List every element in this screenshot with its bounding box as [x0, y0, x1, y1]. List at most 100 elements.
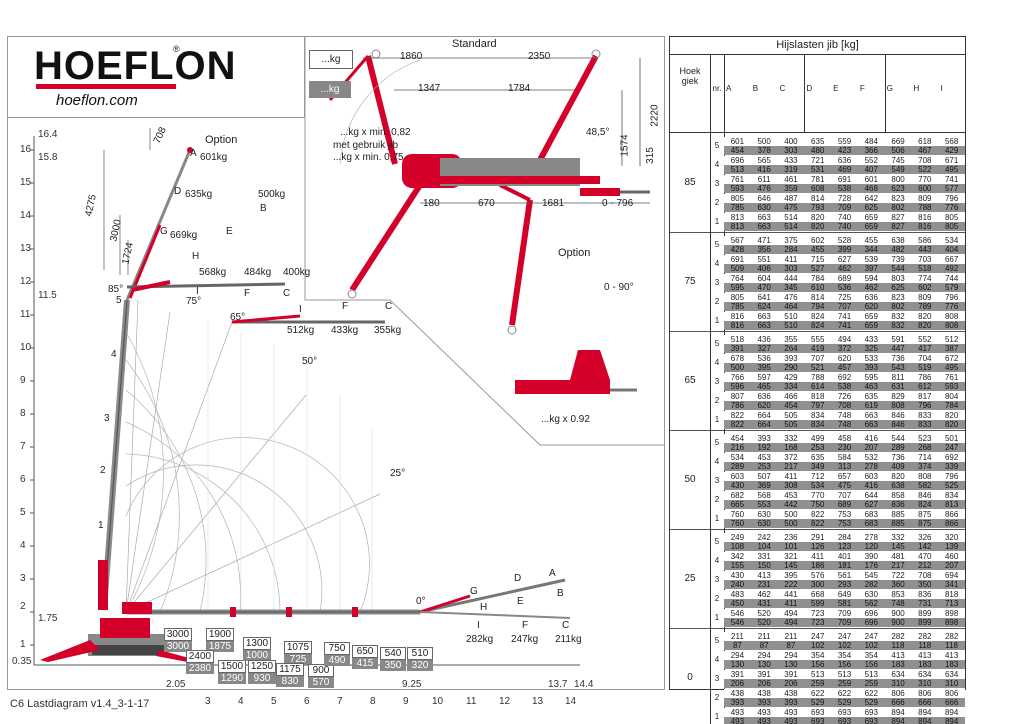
header-col-label: C [779, 84, 786, 93]
option-label-top: Option [558, 247, 591, 259]
table-cell: 785 [730, 302, 745, 311]
table-cell: 519 [918, 363, 932, 372]
row-number: 1 [714, 514, 720, 523]
tick-12: 12 [20, 276, 32, 287]
table-cell: 509 [730, 264, 745, 273]
header-angle-cell: Hoek giek [670, 54, 711, 132]
tick-14: 14 [20, 210, 32, 221]
tick-11-5: 11.5 [38, 290, 57, 301]
angle-50: 50° [302, 356, 318, 367]
table-cell: 413 [891, 651, 905, 660]
table-cell: 118 [891, 641, 905, 650]
table-cell: 620 [837, 354, 852, 363]
table-cell: 691 [730, 255, 745, 264]
topview-crane [328, 49, 650, 335]
table-cell: 836 [891, 500, 905, 509]
table-cell: 858 [891, 491, 905, 500]
table-cell: 665 [730, 500, 745, 509]
jib-annotations: Option A 601kg D 635kg 500kg B E G 669kg… [160, 134, 582, 645]
table-cell: 313 [837, 462, 852, 471]
dim-2350: 2350 [528, 51, 551, 62]
table-cell: 634 [891, 670, 905, 679]
table-cell: 282 [864, 580, 878, 589]
table-cell: 761 [730, 175, 745, 184]
table-cell: 465 [757, 382, 771, 391]
table-cell: 820 [811, 222, 825, 231]
table-cell: 579 [944, 283, 959, 292]
note-min-factor: ...kg x min. 0,82 [340, 127, 411, 138]
section-5: 5 [116, 295, 122, 306]
table-cell: 562 [864, 599, 878, 608]
table-cell: 774 [918, 274, 932, 283]
table-cell: 493 [784, 708, 798, 717]
dim-0-796: 0 - 796 [602, 198, 634, 209]
note-jib-factor: ...kg x min. 0,75 [333, 152, 404, 163]
jib-letter-d: D [174, 186, 182, 197]
table-cell: 321 [784, 552, 798, 561]
table-cell: 483 [730, 590, 745, 599]
table-cell: 156 [864, 660, 878, 669]
table-cell: 183 [891, 660, 905, 669]
jib-letter-g: G [160, 226, 168, 237]
table-cell: 555 [811, 335, 825, 344]
table-cell: 748 [891, 599, 905, 608]
table-cell: 429 [784, 373, 798, 382]
table-cell: 748 [837, 420, 852, 429]
table-cell: 470 [918, 552, 932, 561]
table-cell: 282 [944, 632, 959, 641]
table-cell: 284 [784, 245, 798, 254]
section-3: 3 [104, 413, 110, 424]
table-cell: 145 [784, 561, 798, 570]
legend-gray-box: ...kg [309, 81, 351, 98]
table-cell: 694 [944, 571, 959, 580]
footer-version: C6 Lastdiagram v1.4_3-1-17 [10, 698, 150, 710]
table-cell: 659 [864, 312, 878, 321]
table-cell: 623 [891, 184, 905, 193]
table-cell: 603 [730, 472, 745, 481]
table-cell: 748 [837, 411, 852, 420]
table-cell: 493 [730, 708, 745, 717]
table-cell: 764 [730, 274, 745, 283]
table-cell: 118 [918, 641, 932, 650]
table-cell: 393 [757, 434, 771, 443]
table-cell: 253 [811, 443, 825, 452]
tick-15-8: 15.8 [38, 152, 58, 163]
table-cell: 806 [944, 689, 959, 698]
table-cell: 808 [891, 401, 905, 410]
table-cell: 576 [811, 571, 825, 580]
table-cell: 217 [784, 462, 798, 471]
x-tick-13-7: 13.7 [548, 679, 568, 690]
table-cell: 597 [757, 373, 771, 382]
load-d-top: 635kg [185, 189, 213, 200]
table-cell: 409 [891, 462, 905, 471]
table-cell: 264 [784, 344, 798, 353]
table-cell: 518 [730, 335, 745, 344]
table-cell: 693 [837, 717, 852, 724]
table-cell: 630 [757, 203, 771, 212]
table-cell: 102 [811, 641, 825, 650]
table-cell: 663 [757, 321, 771, 330]
table-cell: 155 [730, 561, 745, 570]
group-divider [710, 232, 711, 331]
table-cell: 581 [837, 599, 852, 608]
table-cell: 413 [918, 651, 932, 660]
table-cell: 87 [759, 641, 769, 650]
table-cell: 236 [784, 533, 798, 542]
table-cell: 714 [918, 453, 932, 462]
table-cell: 331 [757, 552, 771, 561]
table-cell: 796 [944, 293, 959, 302]
table-cell: 393 [757, 698, 771, 707]
table-cell: 696 [864, 609, 878, 618]
table-cell: 186 [811, 561, 825, 570]
table-cell: 568 [757, 491, 771, 500]
table-cell: 796 [944, 472, 959, 481]
table-cell: 308 [784, 481, 798, 490]
table-cell: 529 [811, 698, 825, 707]
